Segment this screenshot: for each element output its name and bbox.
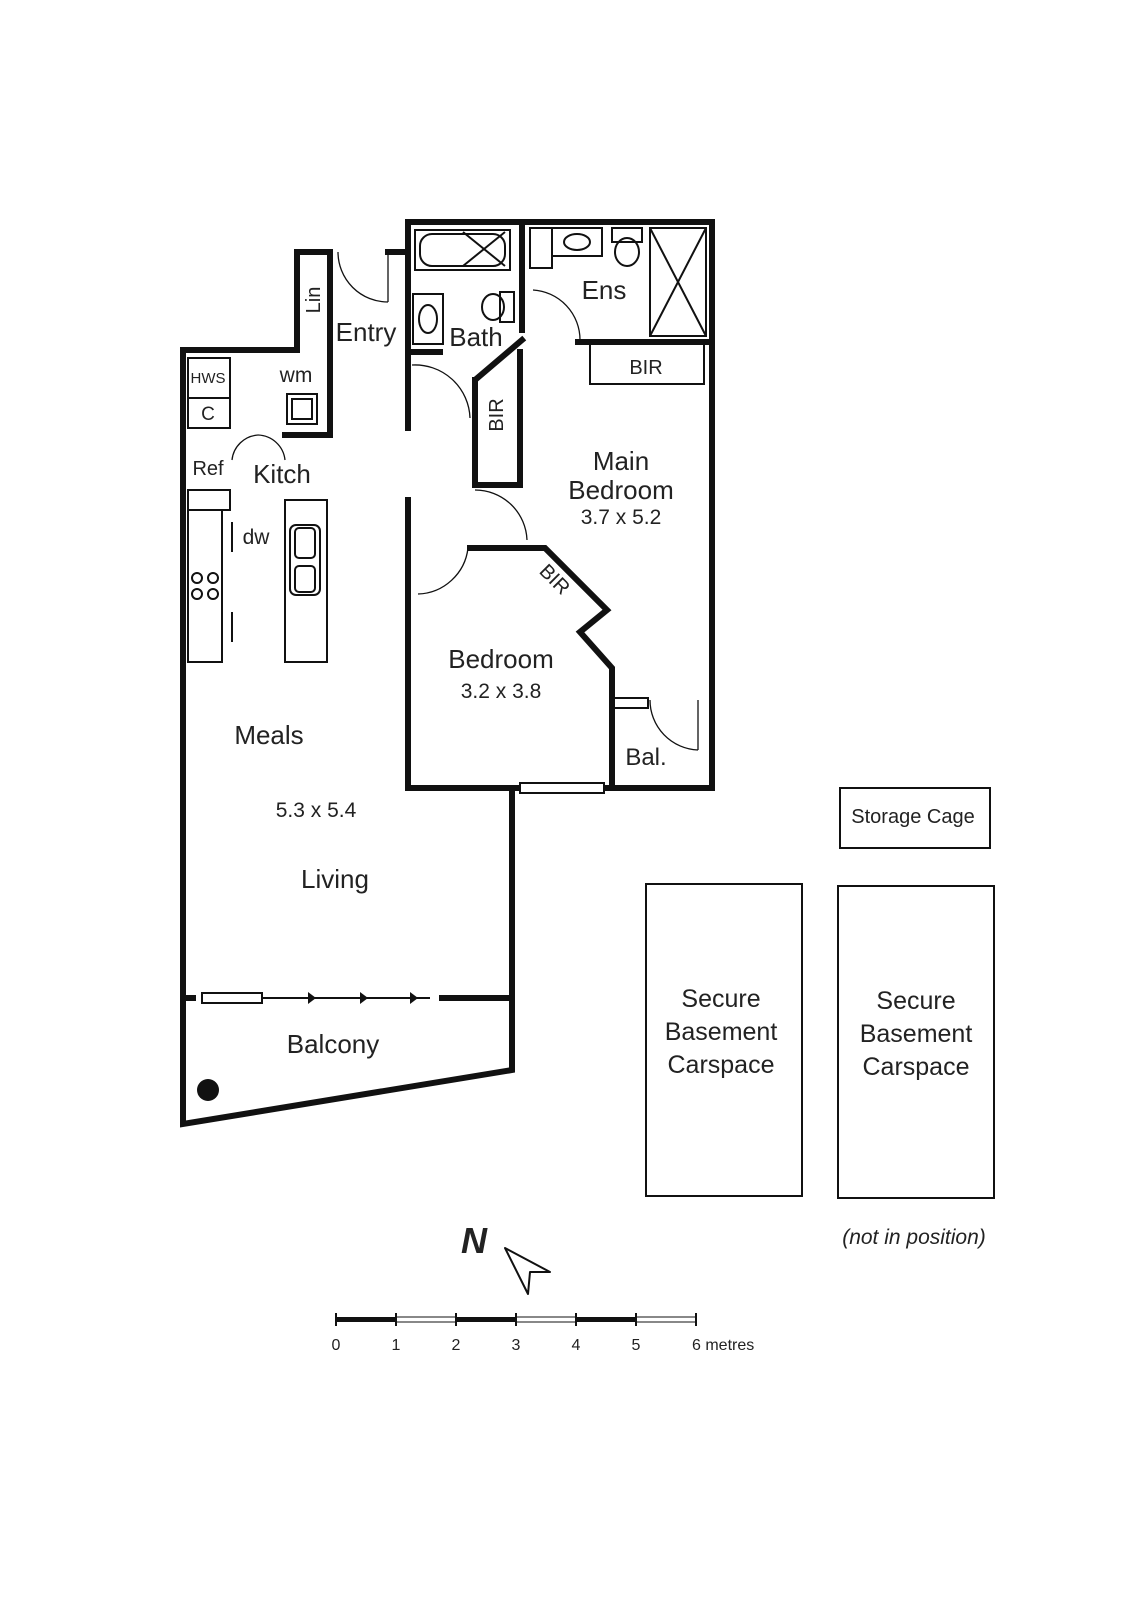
label-not-in-position: (not in position) xyxy=(842,1226,986,1249)
label-hws: HWS xyxy=(191,370,226,387)
label-c: C xyxy=(201,404,215,425)
north-arrow-icon xyxy=(504,1247,551,1295)
label-main-bedroom-dim: 3.7 x 5.2 xyxy=(581,506,662,529)
walls xyxy=(180,219,715,1128)
label-bir-top: BIR xyxy=(629,357,662,379)
label-living: Living xyxy=(301,864,369,894)
extras: Storage Cage Secure Basement Carspace Se… xyxy=(645,787,995,1249)
label-bath: Bath xyxy=(449,322,503,352)
label-carspace-1-l2: Basement xyxy=(665,1018,778,1046)
label-lin: Lin xyxy=(303,287,325,314)
label-carspace-2-l1: Secure xyxy=(876,987,955,1015)
label-bir-left: BIR xyxy=(486,398,508,431)
label-carspace-1-l3: Carspace xyxy=(668,1051,775,1079)
label-main-bedroom-1: Main xyxy=(593,446,649,476)
label-ens: Ens xyxy=(582,275,627,305)
label-balcony: Balcony xyxy=(287,1029,380,1059)
label-storage-cage: Storage Cage xyxy=(851,806,974,828)
room-labels: Lin Entry Bath Ens BIR BIR BIR HWS wm C … xyxy=(191,275,674,1059)
compass: N xyxy=(461,1220,551,1295)
fixtures xyxy=(187,227,707,1101)
label-bir-bed: BIR xyxy=(535,560,574,599)
scale-tick-2: 2 xyxy=(452,1337,461,1354)
label-meals: Meals xyxy=(234,720,303,750)
label-living-dim: 5.3 x 5.4 xyxy=(276,799,357,822)
label-bal: Bal. xyxy=(625,744,666,771)
scale-bar: 0 1 2 3 4 5 6 metres xyxy=(332,1313,754,1354)
carspace-2-box xyxy=(837,885,995,1199)
label-main-bedroom-2: Bedroom xyxy=(568,475,674,505)
scale-tick-3: 3 xyxy=(512,1337,521,1354)
label-kitch: Kitch xyxy=(253,459,311,489)
label-carspace-2-l3: Carspace xyxy=(863,1053,970,1081)
storage-cage-box xyxy=(839,787,991,849)
scale-tick-4: 4 xyxy=(572,1337,581,1354)
label-bedroom: Bedroom xyxy=(448,644,554,674)
scale-tick-5: 5 xyxy=(632,1337,641,1354)
label-entry: Entry xyxy=(336,317,397,347)
compass-n-label: N xyxy=(461,1220,488,1261)
label-wm: wm xyxy=(279,364,313,387)
label-ref: Ref xyxy=(192,458,224,480)
carspace-1-box xyxy=(645,883,803,1197)
scale-tick-6: 6 metres xyxy=(692,1337,754,1354)
scale-tick-1: 1 xyxy=(392,1337,401,1354)
scale-tick-0: 0 xyxy=(332,1337,341,1354)
doors-windows xyxy=(201,251,699,1004)
label-carspace-1-l1: Secure xyxy=(681,985,760,1013)
label-carspace-2-l2: Basement xyxy=(860,1020,973,1048)
label-bedroom-dim: 3.2 x 3.8 xyxy=(461,680,542,703)
label-dw: dw xyxy=(243,526,271,549)
